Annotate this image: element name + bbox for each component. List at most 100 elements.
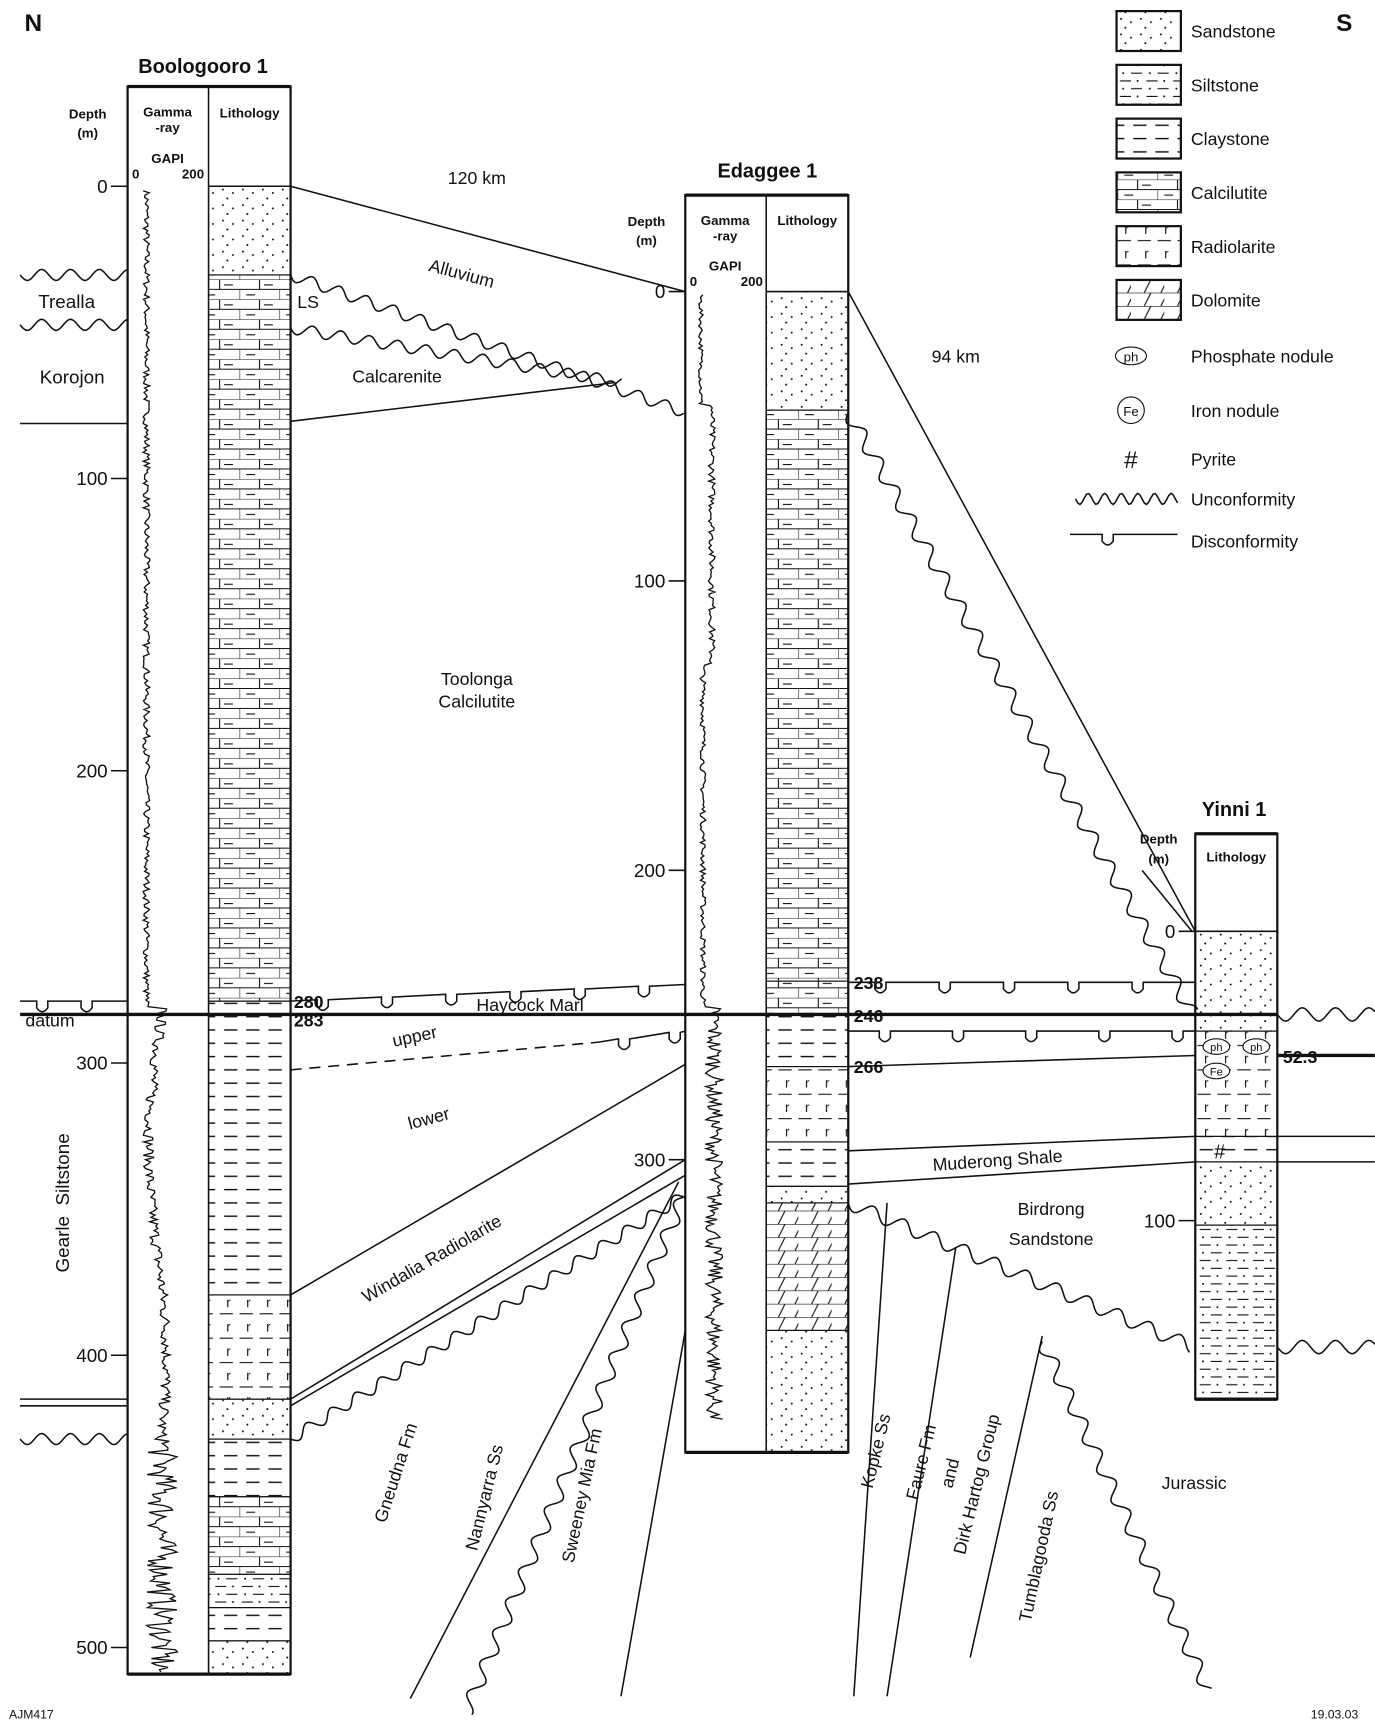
boologooro-lithology-clay-interval <box>207 1607 292 1642</box>
radiolarite-top-line <box>848 1054 1196 1068</box>
legend-label: Calcilutite <box>1191 183 1268 203</box>
boologooro-lithology-calc-interval <box>207 274 292 1002</box>
south-label: S <box>1336 10 1352 37</box>
legend-swatch-calc <box>1115 171 1182 214</box>
boologooro-edaggee-top-line <box>290 185 686 293</box>
edaggee-lithology-calc-interval <box>765 980 849 1015</box>
legend-label: Claystone <box>1191 129 1270 149</box>
gapi-min: 0 <box>690 274 697 289</box>
legend: SandstoneSiltstoneClaystoneCalcilutiteRa… <box>1069 9 1334 552</box>
dirk-hartog-boundary <box>969 1335 1044 1658</box>
edaggee-yinni-top-line <box>847 291 1196 932</box>
trealla-base-unconformity <box>19 318 127 332</box>
boologooro-depth-label: 500 <box>76 1637 107 1658</box>
legend-label: Sandstone <box>1191 22 1276 42</box>
gapi-max: 200 <box>741 274 763 289</box>
birdrong-base-unconformity <box>847 1202 1191 1353</box>
boologooro-gamma-trace <box>141 190 180 1673</box>
yinni-lithology-sand-interval <box>1194 1161 1278 1226</box>
legend-swatch-silt <box>1115 63 1182 106</box>
upper-lower-boundary-dashed <box>290 1041 599 1071</box>
lithology-label: Lithology <box>1206 849 1266 864</box>
phosphate-nodule-glyph: ph <box>1210 1042 1222 1054</box>
well-title: Yinni 1 <box>1202 799 1267 821</box>
trealla-top-unconformity <box>19 268 127 282</box>
legend-label: Radiolarite <box>1191 237 1276 257</box>
lithology-label: Lithology <box>777 213 837 228</box>
gneudna-unconformity <box>290 1194 687 1442</box>
figure-date: 19.03.03 <box>1311 1707 1359 1721</box>
boologooro-depth-label: 400 <box>76 1345 107 1366</box>
legend-swatch-sand <box>1115 9 1182 53</box>
gamma-label: Gamma <box>143 104 192 119</box>
edaggee-lithology-sand-interval <box>765 1185 849 1204</box>
calcarenite-base-line <box>290 381 616 423</box>
depth-mark-266: 266 <box>854 1057 884 1077</box>
yinni-depth-label: 0 <box>1165 921 1175 942</box>
legend-label: Siltstone <box>1191 75 1259 95</box>
well-title: Edaggee 1 <box>717 160 817 182</box>
edaggee-lithology-dolo-interval <box>765 1202 849 1331</box>
legend-label: Iron nodule <box>1191 401 1280 421</box>
gapi-min: 0 <box>132 166 139 181</box>
sweeney-mia-boundary <box>620 1330 687 1697</box>
depth-mark-283: 283 <box>294 1011 324 1031</box>
edaggee-lithology-sand-interval <box>765 291 849 411</box>
pyrite-icon: # <box>1214 1142 1225 1164</box>
edaggee-depth-label: 100 <box>634 571 665 592</box>
depth-mark-238: 238 <box>854 973 884 993</box>
boologooro-depth-label: 100 <box>76 468 107 489</box>
unconformity-icon <box>1074 492 1179 506</box>
muderong-top-line <box>848 1135 1196 1152</box>
depth-unit: (m) <box>77 125 98 140</box>
yinni-lithology-silt-interval <box>1194 1224 1278 1400</box>
depth-mark-52-3: 52.3 <box>1283 1047 1318 1067</box>
alluvium-base-unconformity <box>289 274 685 417</box>
boologooro-lithology-clay-interval <box>207 1013 292 1296</box>
yinni-lithology-sand-interval <box>1194 1013 1278 1032</box>
boologooro-lithology-calc-interval <box>207 1496 292 1575</box>
unit-toolonga-2: Calcilutite <box>438 691 515 711</box>
gamma-label: Gamma <box>701 213 750 228</box>
unit-lower: lower <box>406 1103 452 1133</box>
depth-unit: (m) <box>636 233 657 248</box>
unit-calcarenite: Calcarenite <box>352 366 442 386</box>
unit-toolonga: Toolonga <box>441 669 513 689</box>
edaggee-lithology-radio-interval <box>765 1065 849 1143</box>
gneudna-west-unconformity <box>19 1432 127 1446</box>
lithology-label: Lithology <box>220 106 280 121</box>
well-edaggee: Edaggee 1 Depth (m) Gamma -ray GAPI 0 20… <box>628 160 838 289</box>
legend-swatch-clay <box>1115 117 1182 160</box>
haycock-disconformity-west <box>20 1000 128 1013</box>
depth-label: Depth <box>1140 832 1178 847</box>
windalia-base-line <box>290 1159 686 1400</box>
muderong-base-line <box>848 1161 1196 1185</box>
faure-boundary <box>886 1247 957 1697</box>
gapi-label: GAPI <box>709 259 742 274</box>
iron-nodule-icon <box>1117 396 1145 425</box>
edaggee-depth-label: 300 <box>634 1149 665 1170</box>
iron-nodule-glyph: Fe <box>1123 404 1139 419</box>
well-title: Boologooro 1 <box>138 56 268 78</box>
boologooro-lithology-silt-interval <box>207 1573 292 1609</box>
unit-dirk-hartog: Dirk Hartog Group <box>949 1412 1003 1556</box>
iron-nodule-icon <box>1202 1062 1231 1080</box>
haycock-top-disconformity <box>290 983 686 1012</box>
unit-korojon: Korojon <box>40 367 105 388</box>
unit-nannyarra: Nannyarra Ss <box>462 1442 508 1552</box>
haycock-top-disconformity-east <box>848 981 1196 994</box>
unit-gearle: Gearle Siltstone <box>52 1133 73 1272</box>
unit-faure: Faure Fm <box>902 1422 940 1501</box>
unit-sweeney-mia: Sweeney Mia Fm <box>558 1426 606 1564</box>
edaggee-depth-label: 200 <box>634 860 665 881</box>
phosphate-nodule-glyph: ph <box>1124 349 1139 364</box>
edaggee-yinni-unconformity <box>845 412 1199 1010</box>
unit-haycock-marl: Haycock Marl <box>476 995 583 1015</box>
boologooro-lithology-sand-interval <box>207 185 292 276</box>
distance-label-2: 94 km <box>932 347 980 367</box>
gneudna-top-line <box>290 1174 686 1407</box>
yinni-depth-pointer <box>1141 869 1193 932</box>
yinni-lithology-clay-interval <box>1194 1135 1278 1163</box>
edaggee-depth-label: 0 <box>655 281 665 302</box>
